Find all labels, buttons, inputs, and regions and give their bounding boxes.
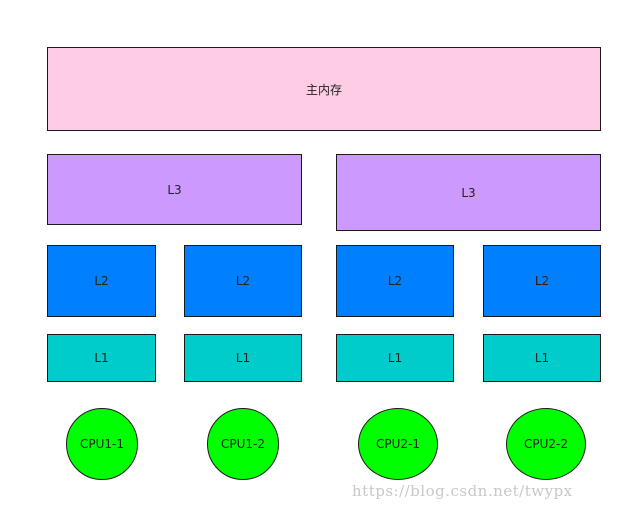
- cpu-node-3: CPU2-1: [358, 408, 438, 480]
- l3-cache-label-2: L3: [461, 185, 476, 200]
- l3-cache-box-1: L3: [47, 154, 302, 225]
- l1-cache-label-3: L1: [387, 351, 403, 365]
- l2-cache-box-3: L2: [336, 245, 454, 317]
- main-memory-box: 主内存: [47, 47, 601, 131]
- l2-cache-label-1: L2: [94, 274, 109, 288]
- cpu-label-1: CPU1-1: [80, 437, 124, 451]
- l1-cache-box-3: L1: [336, 334, 454, 382]
- l1-cache-box-2: L1: [184, 334, 302, 382]
- l3-cache-box-2: L3: [336, 154, 601, 231]
- main-memory-label: 主内存: [305, 82, 342, 97]
- l1-cache-box-1: L1: [47, 334, 156, 382]
- l1-cache-box-4: L1: [483, 334, 601, 382]
- cpu-node-1: CPU1-1: [66, 408, 138, 480]
- l2-cache-label-3: L2: [387, 274, 403, 288]
- watermark-text: https://blog.csdn.net/twypx: [352, 482, 573, 500]
- cpu-node-2: CPU1-2: [207, 408, 279, 480]
- l2-cache-box-1: L2: [47, 245, 156, 317]
- cpu-label-4: CPU2-2: [524, 437, 568, 451]
- cpu-label-2: CPU1-2: [221, 437, 265, 451]
- l1-cache-label-2: L1: [235, 351, 251, 365]
- l2-cache-label-4: L2: [534, 274, 550, 288]
- cpu-node-4: CPU2-2: [506, 408, 586, 480]
- l3-cache-label-1: L3: [167, 182, 182, 197]
- l1-cache-label-1: L1: [94, 351, 109, 365]
- cpu-label-3: CPU2-1: [376, 437, 420, 451]
- l2-cache-box-2: L2: [184, 245, 302, 317]
- l2-cache-box-4: L2: [483, 245, 601, 317]
- l1-cache-label-4: L1: [534, 351, 550, 365]
- l2-cache-label-2: L2: [235, 274, 251, 288]
